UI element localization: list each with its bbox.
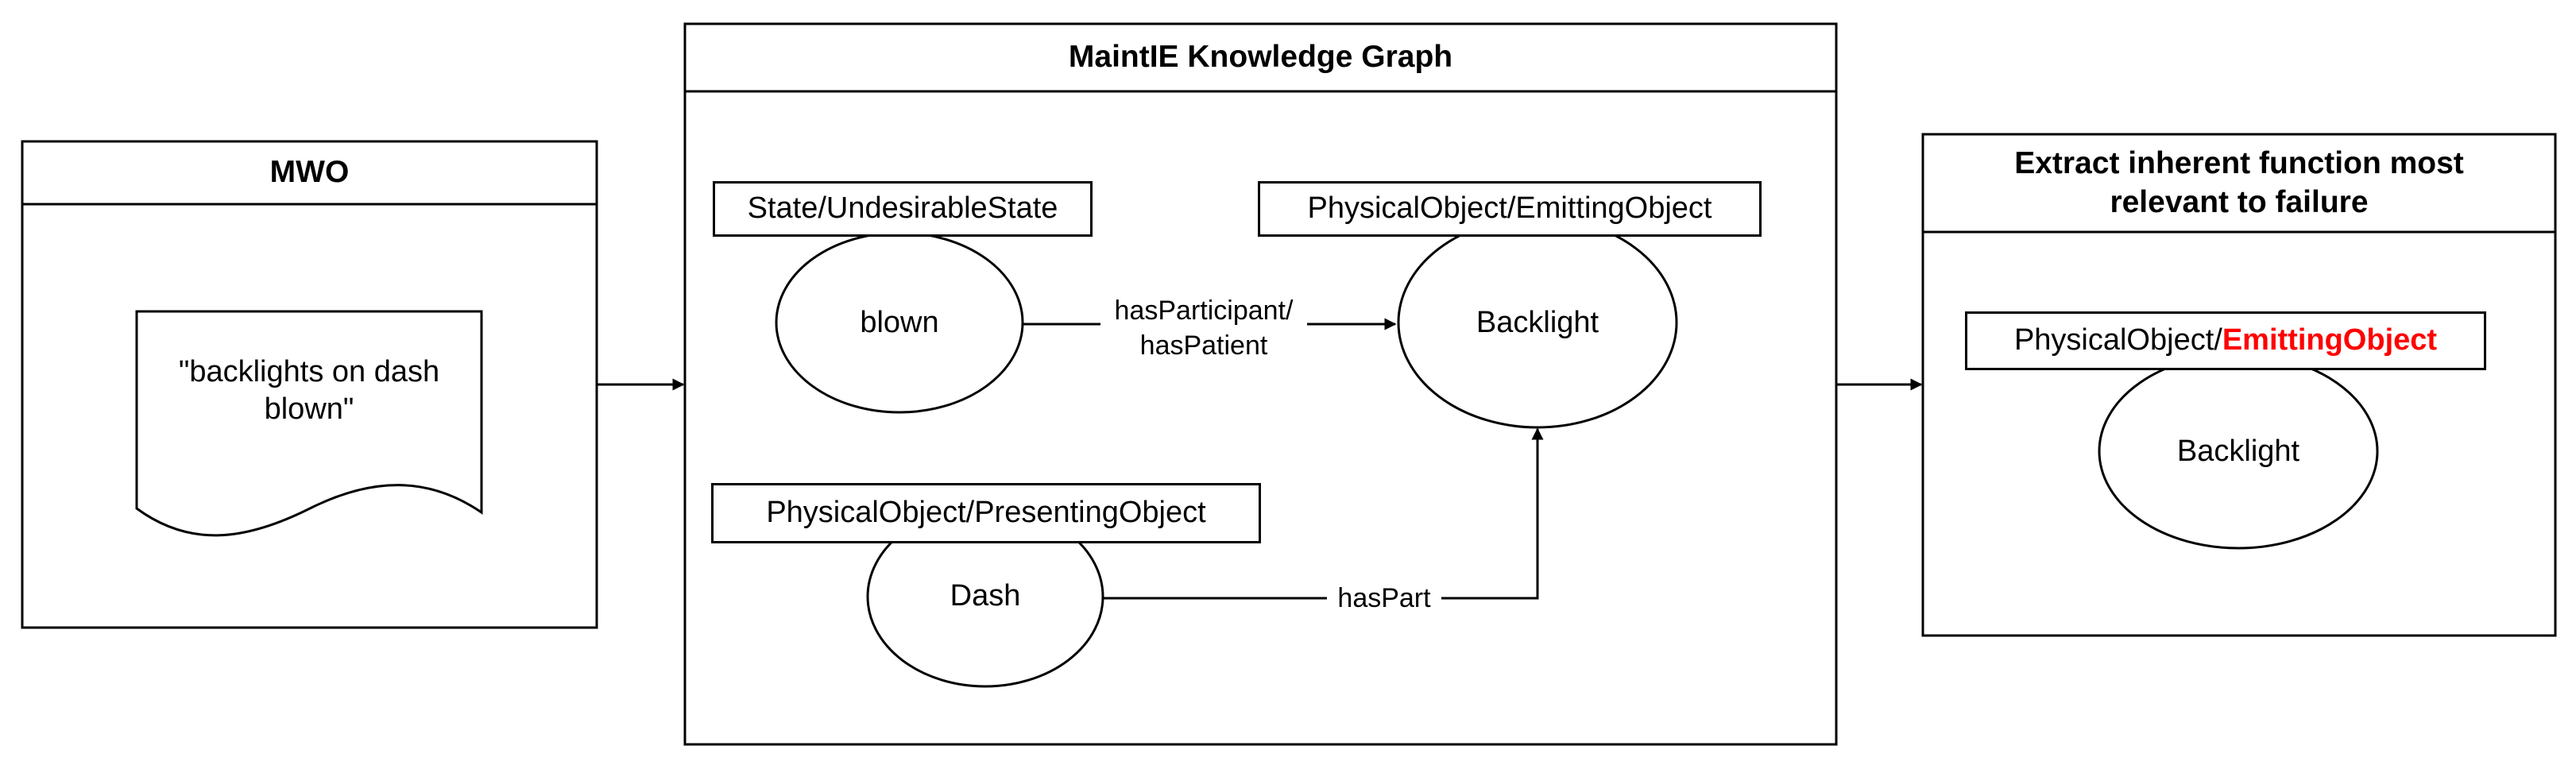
- extract-type-highlight: EmittingObject: [2222, 323, 2438, 357]
- mwo-document-text: "backlights on dash blown": [178, 354, 440, 427]
- extract-title: Extract inherent function most relevant …: [1923, 134, 2555, 232]
- edge-dash-to-backlight: [1103, 427, 1544, 600]
- mwo-title: MWO: [269, 155, 350, 190]
- extract-title-line2: relevant to failure: [2110, 184, 2369, 219]
- edge-label-line2: hasPatient: [1139, 330, 1268, 361]
- extract-title-line1: Extract inherent function most: [2014, 145, 2464, 180]
- node-label-backlight: Backlight: [1476, 306, 1599, 340]
- edge-label-has-participant: hasParticipant/ hasPatient: [1100, 290, 1307, 366]
- extract-type-prefix: PhysicalObject/: [2013, 323, 2222, 357]
- extract-node-label: Backlight: [2176, 435, 2300, 469]
- document-shape: [135, 310, 483, 537]
- edge-label-has-part: hasPart: [1327, 580, 1441, 616]
- node-label-blown: blown: [860, 306, 939, 340]
- node-label-dash: Dash: [950, 579, 1021, 613]
- type-label-blown: State/UndesirableState: [713, 181, 1093, 237]
- type-label-backlight: PhysicalObject/EmittingObject: [1258, 181, 1762, 237]
- kg-title: MaintIE Knowledge Graph: [1068, 40, 1453, 75]
- extract-type-label: PhysicalObject/EmittingObject: [1965, 311, 2486, 370]
- type-label-dash: PhysicalObject/PresentingObject: [711, 483, 1261, 543]
- edge-label-line1: hasParticipant/: [1114, 295, 1294, 326]
